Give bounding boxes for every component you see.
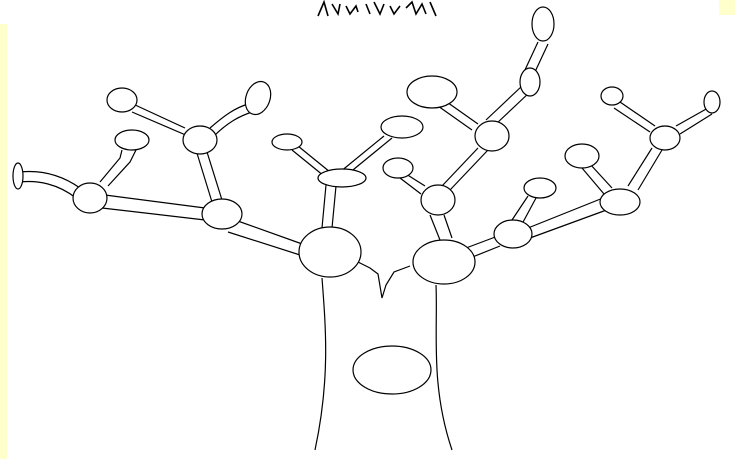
node-right-upper: [475, 121, 509, 151]
leaf-right-mid-left: [383, 158, 413, 178]
node-far-right: [600, 189, 640, 215]
branch-far-right-left-a: [590, 164, 612, 188]
leaf-far-right-tip: [704, 91, 720, 113]
leaf-top-left: [107, 88, 137, 112]
leaf-right-short-up: [524, 178, 556, 198]
branch-right-mid-left-b: [400, 178, 421, 194]
leaf-center-right: [381, 116, 423, 138]
branch-left-main-a: [235, 220, 305, 245]
branch-left-horizontal-a: [105, 195, 205, 208]
trunk-right-edge: [436, 285, 452, 450]
branch-left-up-a: [196, 150, 212, 202]
branch-left-main-b: [228, 232, 300, 255]
branch-right-spire-b: [534, 44, 548, 74]
branch-far-right-tip-a: [676, 108, 708, 126]
leaf-far-right-left: [565, 144, 599, 168]
node-left-upper: [183, 126, 217, 154]
trunk-left-edge: [315, 278, 326, 450]
branch-right-diag-b: [450, 150, 488, 190]
node-left-mid: [202, 199, 242, 229]
junction-trunk-left: [299, 227, 361, 277]
junction-trunk-right: [413, 240, 475, 284]
branch-right-long-a: [528, 196, 608, 228]
branch-center-up-a: [322, 185, 326, 228]
branch-right-up-b: [444, 215, 452, 238]
branch-right-horizontal-a: [466, 236, 498, 248]
leaf-right-top-left: [407, 76, 457, 108]
node-right-lower: [421, 185, 455, 215]
branch-far-right-up-b: [638, 150, 662, 190]
branch-center-right-a: [340, 136, 384, 172]
node-left-far: [73, 183, 107, 213]
leaf-far-left-tip: [13, 163, 23, 189]
leaf-far-right-top: [601, 87, 623, 105]
branch-far-right-top-b: [614, 108, 650, 132]
branch-right-tall-b: [496, 92, 530, 124]
branch-right-tall-a: [486, 86, 522, 120]
branch-right-up-a: [430, 215, 440, 240]
node-far-right-upper: [650, 126, 680, 150]
branch-center-up-b: [332, 186, 336, 228]
trunk-split-crack: [358, 262, 410, 298]
branch-far-right-up-a: [628, 148, 652, 186]
node-right-branch: [494, 220, 532, 248]
branch-top-right-b: [214, 112, 252, 136]
leaf-far-left-up: [115, 130, 149, 150]
branch-far-right-tip-b: [680, 114, 712, 134]
leaf-center-left: [272, 134, 302, 150]
branch-far-left-up-a: [100, 150, 122, 182]
leaf-top-left-right: [241, 78, 275, 118]
leaf-center-flat: [318, 169, 366, 187]
branch-far-right-left-b: [582, 168, 604, 194]
branch-far-left-a: [20, 172, 80, 188]
leaf-right-spire: [532, 7, 554, 41]
branch-left-horizontal-b: [102, 208, 205, 220]
branch-far-left-b: [20, 182, 76, 198]
branch-far-right-top-a: [620, 102, 655, 126]
branch-right-top-left-b: [438, 106, 472, 130]
node-right-tall: [520, 68, 540, 96]
trunk-hollow: [353, 346, 431, 394]
branch-right-long-b: [530, 208, 612, 238]
